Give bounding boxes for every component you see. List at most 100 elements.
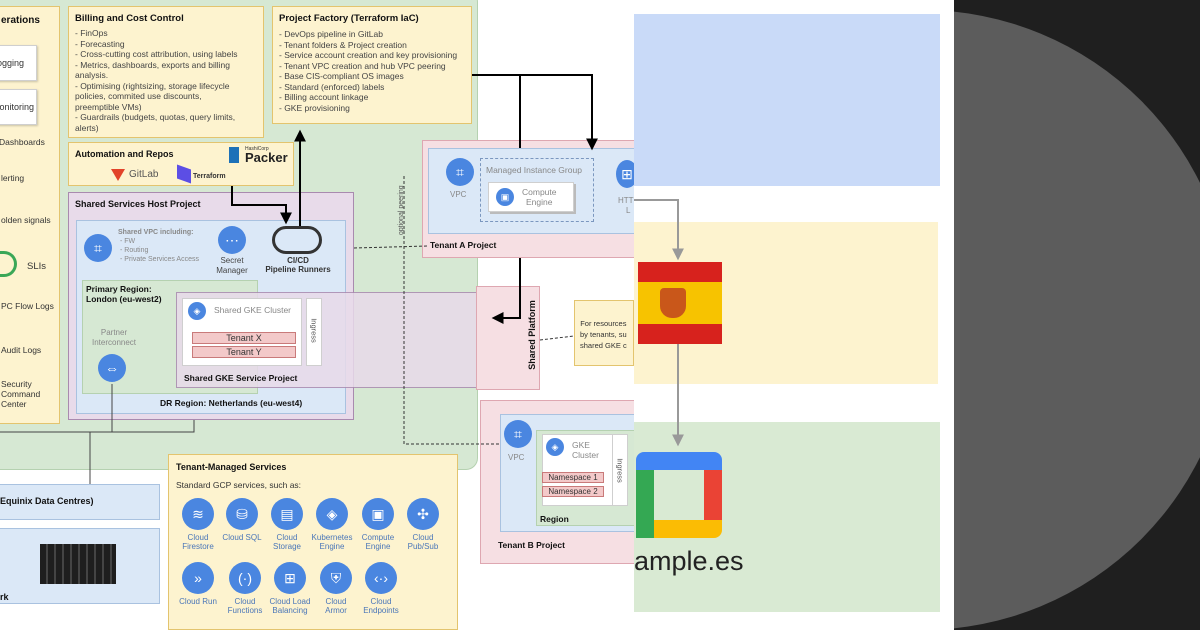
monitoring-label: Monitoring <box>0 102 35 112</box>
cloud-run-icon: » <box>182 562 214 594</box>
onprem-network-label: rk <box>0 592 9 602</box>
tenant-b-vpc-label: VPC <box>508 453 525 462</box>
pubsub-icon: ✣ <box>407 498 439 530</box>
project-factory-list: - DevOps pipeline in GitLab- Tenant fold… <box>279 29 458 113</box>
workspace-logo-icon <box>636 452 722 538</box>
managed-instance-group <box>480 158 594 222</box>
mig-label: Managed Instance Group <box>486 165 582 175</box>
project-factory-panel: Project Factory (Terraform IaC) - DevOps… <box>272 6 472 124</box>
server-rack-icon <box>40 544 116 584</box>
cloud-run-service[interactable]: »Cloud Run <box>172 562 224 606</box>
logging-card[interactable]: Logging <box>0 45 37 81</box>
cloud-storage-icon: ▤ <box>271 498 303 530</box>
vpc-flow-logs-label: PC Flow Logs <box>1 301 54 311</box>
flow-arrows <box>634 199 684 447</box>
primary-region-label: Primary Region:London (eu-west2) <box>86 284 162 304</box>
cloud-sql-icon: ⛁ <box>226 498 258 530</box>
packer-small-label: HashiCorp <box>245 146 269 152</box>
compute-engine-icon: ▣ <box>496 188 514 206</box>
interconnect-icon: ⇔ <box>98 354 126 382</box>
billing-list: - FinOps- Forecasting- Cross-cutting cos… <box>75 28 238 133</box>
tenant-managed-panel <box>168 454 458 630</box>
kubernetes-icon: ◈ <box>316 498 348 530</box>
firestore-icon: ≋ <box>182 498 214 530</box>
automation-panel: Automation and Repos GitLab Terraform Ha… <box>68 142 294 186</box>
cloud-functions-icon: (·) <box>229 562 261 594</box>
gitlab-icon <box>111 169 125 181</box>
shared-vpc-text: Shared VPC including: - FW - Routing - P… <box>118 229 199 263</box>
shared-vpc-icon: ⌗ <box>84 234 112 262</box>
alerting-label: lerting <box>1 173 25 183</box>
cloud-sql-service[interactable]: ⛁Cloud SQL <box>216 498 268 542</box>
compute-icon: ▣ <box>362 498 394 530</box>
shared-ingress <box>306 298 322 366</box>
equinix-label: Equinix Data Centres) <box>0 496 94 506</box>
tenant-b-ingress <box>612 434 628 506</box>
tenant-managed-subtitle: Standard GCP services, such as: <box>176 480 302 490</box>
connector-lines <box>0 74 598 484</box>
dark-panel <box>954 0 1200 630</box>
equinix-box <box>0 484 160 520</box>
tenant-managed-title: Tenant-Managed Services <box>176 462 287 472</box>
gitlab-label: GitLab <box>129 169 159 180</box>
dashboards-label: Dashboards <box>0 137 45 147</box>
http-lb-icon: ⊞ <box>616 160 638 188</box>
golden-signals-label: olden signals <box>1 215 51 225</box>
shared-platform-box <box>476 286 540 390</box>
logging-label: Logging <box>0 58 25 68</box>
operations-panel: erations Logging Monitoring Dashboards l… <box>0 6 60 424</box>
sli-gauge-icon <box>0 251 17 277</box>
diagram-area: erations Logging Monitoring Dashboards l… <box>0 0 642 630</box>
middle-panel: ample.es <box>634 0 954 630</box>
tenant-b-region-label: Region <box>540 514 569 524</box>
gray-circle <box>954 10 1200 630</box>
tenant-x-bar: Tenant X <box>192 332 296 344</box>
project-factory-title: Project Factory (Terraform IaC) <box>279 13 419 24</box>
secret-manager-icon: ⋯ <box>218 226 246 254</box>
resource-note <box>574 300 634 366</box>
packer-label: Packer <box>245 150 288 165</box>
cloud-endpoints-icon: ‹·› <box>365 562 397 594</box>
tenant-b-title: Tenant B Project <box>498 540 565 550</box>
dr-region-label: DR Region: Netherlands (eu-west4) <box>160 398 303 408</box>
tenant-a-vpc-label: VPC <box>450 190 467 199</box>
namespace-1-bar: Namespace 1 <box>542 472 604 483</box>
tenant-a-title: Tenant A Project <box>430 240 497 250</box>
shared-services-title: Shared Services Host Project <box>75 199 201 209</box>
domain-label: ample.es <box>634 546 744 576</box>
monitoring-card[interactable]: Monitoring <box>0 89 37 125</box>
billing-panel: Billing and Cost Control - FinOps- Forec… <box>68 6 264 138</box>
tenant-y-bar: Tenant Y <box>192 346 296 358</box>
namespace-2-bar: Namespace 2 <box>542 486 604 497</box>
cicd-icon[interactable] <box>272 226 322 254</box>
spain-flag-icon <box>638 262 722 344</box>
audit-logs-label: Audit Logs <box>1 345 42 355</box>
tenant-b-gke-icon: ◈ <box>546 438 564 456</box>
shared-gke-cluster-label: Shared GKE Cluster <box>214 305 292 315</box>
billing-title: Billing and Cost Control <box>75 13 184 24</box>
load-balancing-icon: ⊞ <box>274 562 306 594</box>
blue-block <box>634 14 940 186</box>
operations-title: erations <box>1 15 40 26</box>
gke-icon: ◈ <box>188 302 206 320</box>
automation-title: Automation and Repos <box>75 149 174 159</box>
tenant-b-vpc-icon: ⌗ <box>504 420 532 448</box>
shared-gke-project-label: Shared GKE Service Project <box>184 373 298 383</box>
